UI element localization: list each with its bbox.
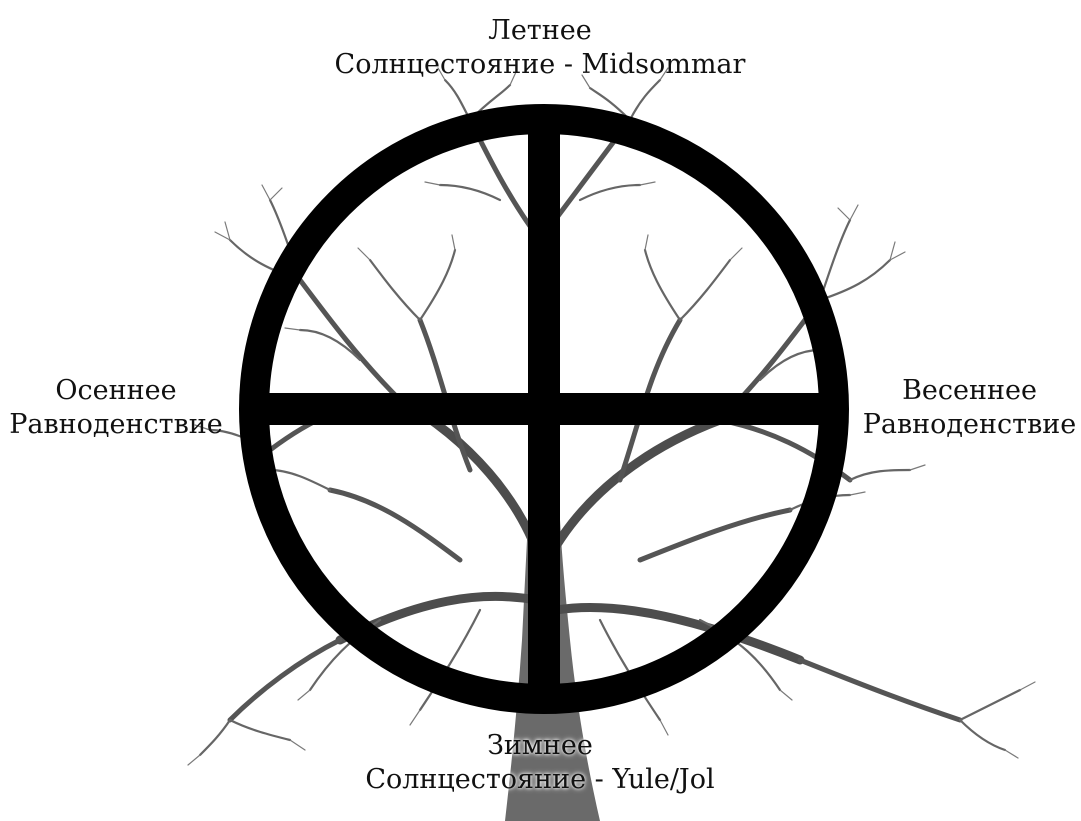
tree-silhouette-icon bbox=[188, 68, 1035, 821]
summer-label-line1: Летнее bbox=[240, 14, 840, 48]
autumn-equinox-label: Осеннее Равноденствие bbox=[0, 374, 232, 442]
spring-label-line1: Весеннее bbox=[858, 374, 1081, 408]
winter-label-line2: Солнцестояние - Yule/Jol bbox=[240, 763, 840, 797]
winter-solstice-label: Зимнее Солнцестояние - Yule/Jol bbox=[240, 729, 840, 797]
winter-label-line1: Зимнее bbox=[240, 729, 840, 763]
autumn-label-line2: Равноденствие bbox=[0, 408, 232, 442]
spring-label-line2: Равноденствие bbox=[858, 408, 1081, 442]
summer-solstice-label: Летнее Солнцестояние - Midsommar bbox=[240, 14, 840, 82]
sun-cross-icon bbox=[254, 119, 834, 699]
autumn-label-line1: Осеннее bbox=[0, 374, 232, 408]
summer-label-line2: Солнцестояние - Midsommar bbox=[240, 48, 840, 82]
spring-equinox-label: Весеннее Равноденствие bbox=[858, 374, 1081, 442]
